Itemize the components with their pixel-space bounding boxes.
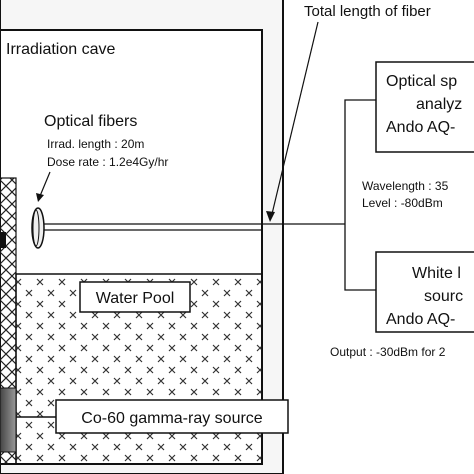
analyzer-level: Level : -80dBm bbox=[362, 196, 443, 210]
source-label: Co-60 gamma-ray source bbox=[81, 410, 263, 427]
white-light-line-1: White l bbox=[412, 265, 461, 282]
connector-to-analyzer bbox=[344, 99, 376, 224]
fiber-pointer-line bbox=[39, 171, 51, 197]
analyzer-line-3: Ando AQ- bbox=[386, 119, 455, 136]
analyzer-wavelength: Wavelength : 35 bbox=[362, 179, 449, 193]
analyzer-line-2: analyz bbox=[416, 96, 462, 113]
fiber-pointer-arrowhead bbox=[36, 193, 44, 202]
source-marker bbox=[0, 232, 6, 248]
analyzer-line-1: Optical sp bbox=[386, 73, 457, 90]
analyzer-box bbox=[375, 61, 474, 153]
optical-fibers-length: Irrad. length : 20m bbox=[47, 137, 144, 151]
fiber-coil-inner bbox=[32, 209, 40, 247]
water-pool-label: Water Pool bbox=[96, 290, 175, 307]
optical-fibers-dose: Dose rate : 1.2e4Gy/hr bbox=[47, 155, 168, 169]
white-light-line-3: Ando AQ- bbox=[386, 311, 455, 328]
source-label-box bbox=[55, 399, 289, 434]
co60-source-block bbox=[0, 387, 17, 453]
white-light-output: Output : -30dBm for 2 bbox=[330, 345, 446, 359]
optical-fibers-title: Optical fibers bbox=[44, 113, 137, 130]
connector-to-white-light bbox=[344, 224, 376, 291]
water-pool-label-box bbox=[79, 281, 191, 313]
white-light-box bbox=[375, 251, 474, 333]
white-light-line-2: sourc bbox=[424, 288, 463, 305]
cave-label: Irradiation cave bbox=[6, 41, 115, 58]
fiber-coil bbox=[31, 207, 45, 249]
fiber-length-pointer bbox=[271, 21, 319, 215]
fiber-length-arrowhead bbox=[266, 211, 275, 222]
fiber-length-label: Total length of fiber bbox=[304, 3, 431, 20]
